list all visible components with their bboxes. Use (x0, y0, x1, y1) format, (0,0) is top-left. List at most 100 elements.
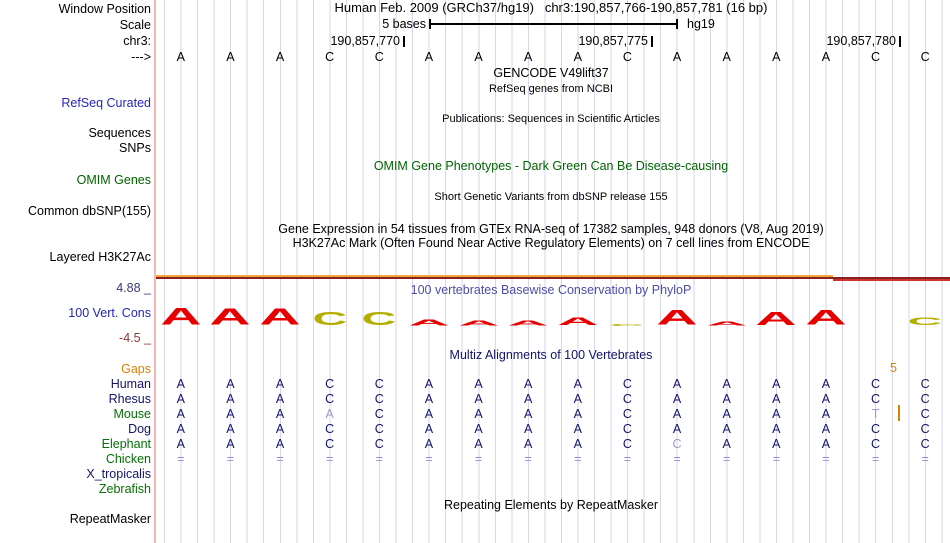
alignment-base: = (623, 452, 632, 466)
alignment-base: C (374, 437, 384, 451)
assembly-label: hg19 (687, 17, 715, 31)
alignment-base: A (821, 392, 831, 406)
scale-bar (430, 23, 677, 25)
alignment-base: A (672, 377, 682, 391)
h3k27ac-track-message[interactable]: H3K27Ac Mark (Often Found Near Active Re… (292, 236, 810, 250)
species-label-dog[interactable]: Dog (128, 422, 151, 436)
alignment-base: A (226, 422, 235, 436)
alignment-base: C (672, 437, 682, 451)
alignment-base: C (325, 437, 335, 451)
track-label-repeatmasker[interactable]: RepeatMasker (69, 512, 151, 526)
track-label-omim-genes[interactable]: OMIM Genes (76, 173, 151, 187)
species-label-elephant[interactable]: Elephant (101, 437, 151, 451)
alignment-base: A (424, 422, 434, 436)
alignment-base: A (275, 437, 285, 451)
species-label-mouse[interactable]: Mouse (113, 407, 151, 421)
track-label-snps[interactable]: SNPs (119, 141, 151, 155)
ruler-base: C (374, 50, 384, 64)
alignment-base: = (822, 452, 830, 466)
track-label-refseq-curated[interactable]: RefSeq Curated (61, 96, 151, 110)
alignment-base: A (275, 377, 285, 391)
alignment-base: C (325, 377, 335, 391)
alignment-base: = (574, 452, 582, 466)
alignment-base: A (573, 392, 582, 406)
species-label-human[interactable]: Human (110, 377, 151, 391)
alignment-base: A (722, 392, 731, 406)
ruler-base: A (424, 50, 434, 64)
conservation-logo-letter: A (805, 306, 847, 330)
h3k27ac-baseline-orange (156, 275, 833, 277)
alignment-base: = (673, 452, 681, 466)
h3k27ac-baseline-maroon (156, 277, 950, 279)
track-label-layered-h3k27ac[interactable]: Layered H3K27Ac (49, 250, 151, 264)
track-label-gaps[interactable]: Gaps (121, 362, 151, 376)
alignment-base: A (325, 407, 334, 421)
alignment-base: A (176, 422, 185, 436)
alignment-base: A (275, 422, 285, 436)
track-label-common-dbsnp[interactable]: Common dbSNP(155) (28, 204, 151, 218)
species-label-zebrafish[interactable]: Zebrafish (98, 482, 151, 496)
refseq-track-message[interactable]: RefSeq genes from NCBI (488, 83, 614, 95)
alignment-base: A (275, 392, 285, 406)
alignment-base: C (871, 392, 881, 406)
conservation-logo-letter: C (610, 323, 645, 327)
alignment-base: C (871, 422, 881, 436)
alignment-base: A (226, 437, 235, 451)
conservation-logo-letter: A (408, 317, 450, 328)
alignment-base: A (722, 377, 731, 391)
alignment-base: A (275, 407, 285, 421)
alignment-base: C (622, 392, 632, 406)
track-label-sequences[interactable]: Sequences (88, 126, 151, 140)
alignment-base: A (226, 377, 235, 391)
ruler-base: C (920, 50, 930, 64)
alignment-base: A (772, 407, 781, 421)
ruler-base: A (772, 50, 781, 64)
ruler-base: A (573, 50, 582, 64)
alignment-base: = (474, 452, 483, 466)
conservation-logo-letter: A (656, 306, 698, 330)
alignment-base: = (177, 452, 185, 466)
alignment-base: A (424, 392, 434, 406)
ruler-tick (650, 36, 653, 47)
omim-track-message[interactable]: OMIM Gene Phenotypes - Dark Green Can Be… (373, 159, 729, 173)
alignment-base: T (871, 407, 880, 421)
alignment-base: A (474, 437, 483, 451)
phylop-track-title[interactable]: 100 vertebrates Basewise Conservation by… (410, 283, 692, 297)
label-window-position: Window Position (58, 2, 151, 16)
alignment-base: A (424, 377, 434, 391)
gap-count-badge: 5 (890, 361, 897, 375)
publications-track-message[interactable]: Publications: Sequences in Scientific Ar… (442, 113, 660, 125)
conservation-logo-letter: A (507, 319, 549, 328)
repeatmasker-track-message[interactable]: Repeating Elements by RepeatMasker (443, 498, 658, 512)
alignment-base: A (474, 422, 483, 436)
dbsnp-track-message[interactable]: Short Genetic Variants from dbSNP releas… (434, 191, 668, 203)
alignment-base: C (920, 392, 930, 406)
conservation-logo-letter: A (259, 304, 301, 330)
alignment-base: = (425, 452, 433, 466)
alignment-base: A (176, 407, 185, 421)
alignment-base: = (921, 452, 929, 466)
alignment-base: = (524, 452, 532, 466)
alignment-base: A (821, 422, 831, 436)
alignment-base: A (821, 437, 831, 451)
label-chrom: chr3: (123, 34, 151, 48)
gap-insertion-bar (898, 405, 900, 421)
gtex-track-message[interactable]: Gene Expression in 54 tissues from GTEx … (278, 222, 824, 236)
ruler-base: C (325, 50, 335, 64)
alignment-base: = (375, 452, 383, 466)
alignment-base: C (622, 422, 632, 436)
species-label-x_tropicalis[interactable]: X_tropicalis (86, 467, 151, 481)
alignment-base: A (722, 422, 731, 436)
alignment-base: A (722, 437, 731, 451)
alignment-base: C (374, 392, 384, 406)
scale-value: 5 bases (382, 17, 426, 31)
track-label-100-vert-cons[interactable]: 100 Vert. Cons (68, 306, 151, 320)
species-label-rhesus[interactable]: Rhesus (108, 392, 151, 406)
ruler-base: A (821, 50, 831, 64)
conservation-logo-letter: A (706, 320, 748, 327)
multiz-track-title[interactable]: Multiz Alignments of 100 Vertebrates (449, 348, 653, 362)
species-label-chicken[interactable]: Chicken (105, 452, 151, 466)
ruler-tick-label: 190,857,780 (826, 34, 896, 48)
gencode-track-message[interactable]: GENCODE V49lift37 (493, 66, 609, 80)
